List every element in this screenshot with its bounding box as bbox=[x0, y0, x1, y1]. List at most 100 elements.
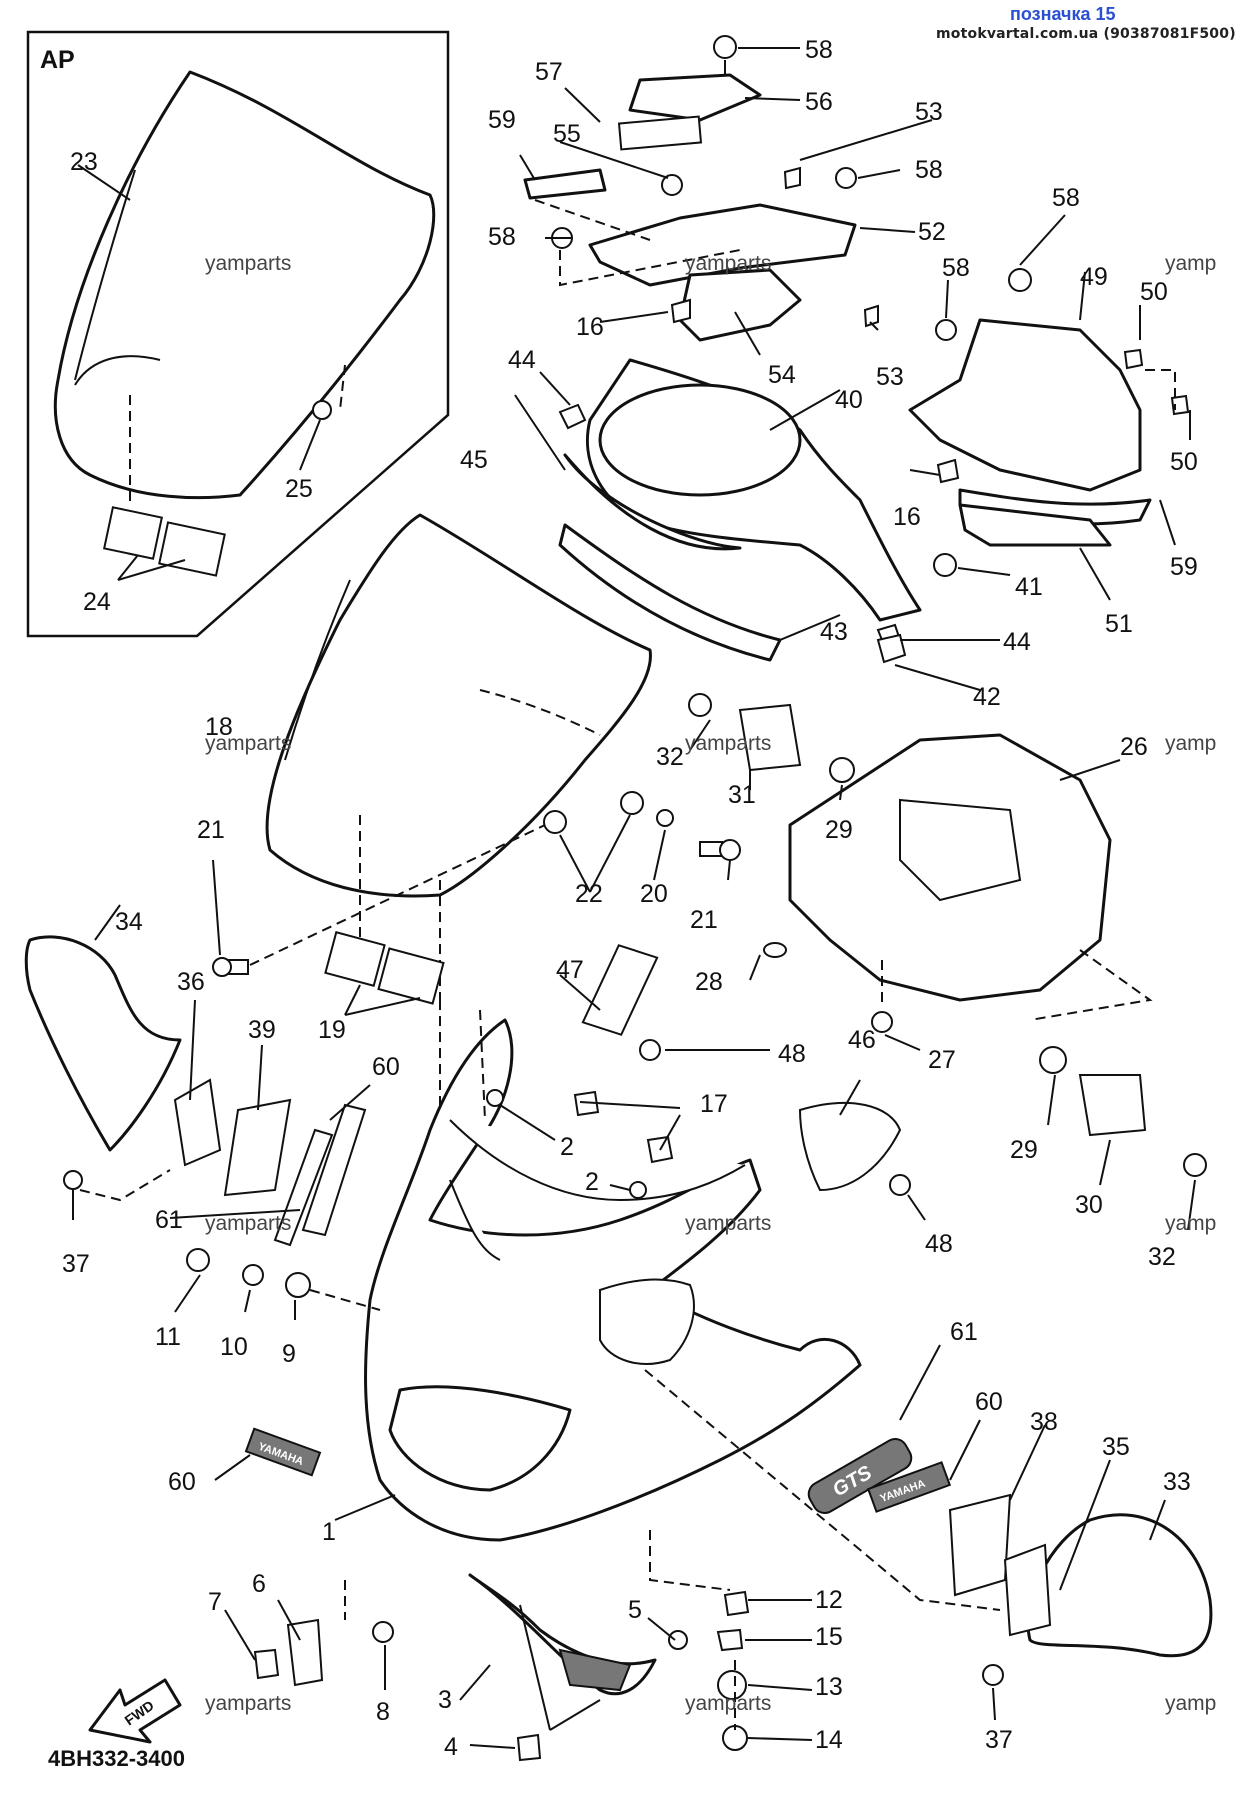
callout-21-left: 21 bbox=[197, 816, 225, 844]
callout-13: 13 bbox=[815, 1673, 843, 1701]
callout-27: 27 bbox=[928, 1046, 956, 1074]
emblem-60-right: YAMAHA bbox=[866, 1461, 952, 1513]
callout-58-c: 58 bbox=[488, 223, 516, 251]
callout-53-top: 53 bbox=[915, 98, 943, 126]
leader-lines bbox=[72, 47, 1196, 1749]
callout-59-top: 59 bbox=[488, 106, 516, 134]
watermark: yamparts bbox=[205, 732, 291, 755]
callout-16-right: 16 bbox=[893, 503, 921, 531]
side-cover-3 bbox=[468, 1573, 657, 1696]
watermark: yamparts bbox=[205, 1212, 291, 1235]
screw-21-right bbox=[699, 839, 741, 861]
inset-ap-box: AP bbox=[26, 30, 450, 638]
callout-6: 6 bbox=[252, 1570, 266, 1598]
inset-windshield bbox=[53, 70, 436, 500]
callout-numbers: 23 25 24 58 57 56 53 59 55 58 58 58 52 5… bbox=[62, 36, 1198, 1761]
inner-panel-group bbox=[688, 693, 1207, 1177]
header-source: motokvartal.com.ua (90387081F500) bbox=[936, 26, 1236, 42]
callout-8: 8 bbox=[376, 1698, 390, 1726]
callout-22: 22 bbox=[575, 880, 603, 908]
callout-30: 30 bbox=[1075, 1191, 1103, 1219]
fairing-vent-left bbox=[449, 1179, 501, 1261]
inset-washer-25 bbox=[312, 400, 332, 420]
callout-3: 3 bbox=[438, 1686, 452, 1714]
callout-48-right: 48 bbox=[925, 1230, 953, 1258]
mount-36 bbox=[173, 1078, 222, 1167]
callout-20: 20 bbox=[640, 880, 668, 908]
bracket-52 bbox=[588, 203, 857, 287]
clip-42 bbox=[876, 633, 907, 664]
windshield-18 bbox=[265, 513, 652, 898]
callout-48-top: 48 bbox=[778, 1040, 806, 1068]
callout-58-b: 58 bbox=[915, 156, 943, 184]
washer-10 bbox=[242, 1264, 264, 1286]
callout-55: 55 bbox=[553, 120, 581, 148]
callout-53-b: 53 bbox=[876, 363, 904, 391]
bracket-cluster-top bbox=[523, 35, 879, 342]
callout-60-right: 60 bbox=[975, 1388, 1003, 1416]
grommet-2b bbox=[629, 1181, 647, 1199]
grommet-29-right bbox=[1039, 1046, 1067, 1074]
callout-29-right: 29 bbox=[1010, 1136, 1038, 1164]
grommet-22a bbox=[543, 810, 567, 834]
callout-32-top: 32 bbox=[656, 743, 684, 771]
inset-pad-24b bbox=[158, 521, 226, 577]
screw-37-left bbox=[63, 1170, 83, 1190]
callout-38: 38 bbox=[1030, 1408, 1058, 1436]
screw-5 bbox=[668, 1630, 688, 1650]
callout-54: 54 bbox=[768, 361, 796, 389]
headlight-lens-40 bbox=[598, 383, 802, 497]
nut-55 bbox=[661, 174, 683, 196]
callout-60-left: 60 bbox=[372, 1053, 400, 1081]
stay-54 bbox=[678, 268, 802, 342]
screw-21-left bbox=[212, 957, 249, 977]
header-title: позначка 15 bbox=[1010, 4, 1116, 24]
inset-ap-label: AP bbox=[40, 46, 75, 74]
callout-52: 52 bbox=[918, 218, 946, 246]
callout-12: 12 bbox=[815, 1586, 843, 1614]
mirror-mount-pad bbox=[599, 1278, 695, 1365]
watermark-clipped: yamp bbox=[1165, 1692, 1216, 1715]
lower-parts-group: FWD bbox=[88, 1369, 1001, 1762]
clip-4 bbox=[516, 1733, 542, 1762]
callout-4: 4 bbox=[444, 1733, 458, 1761]
callout-61-right: 61 bbox=[950, 1318, 978, 1346]
bracket-31 bbox=[738, 703, 802, 772]
side-cover-3-grip bbox=[558, 1648, 632, 1692]
cover-56 bbox=[628, 73, 762, 122]
watermark: yamparts bbox=[685, 732, 771, 755]
callout-50-top: 50 bbox=[1140, 278, 1168, 306]
grommet-44a bbox=[558, 403, 587, 430]
callout-46: 46 bbox=[848, 1026, 876, 1054]
bracket-49 bbox=[908, 318, 1142, 492]
nut-16-top bbox=[670, 298, 691, 324]
callout-44-b: 44 bbox=[1003, 628, 1031, 656]
callout-51: 51 bbox=[1105, 610, 1133, 638]
mount-35 bbox=[1003, 1543, 1052, 1637]
trim-45 bbox=[563, 453, 742, 551]
bolt-32-right bbox=[1183, 1153, 1207, 1177]
fwd-arrow-icon: FWD bbox=[88, 1678, 182, 1744]
bracket-38 bbox=[948, 1493, 1012, 1597]
callout-50-b: 50 bbox=[1170, 448, 1198, 476]
watermark-clipped: yamp bbox=[1165, 732, 1216, 755]
callout-18: 18 bbox=[205, 713, 233, 741]
callout-24: 24 bbox=[83, 588, 111, 616]
watermark: yamparts bbox=[685, 1212, 771, 1235]
right-bracket-group bbox=[908, 268, 1190, 547]
grommet-9 bbox=[285, 1272, 311, 1298]
callout-7: 7 bbox=[208, 1588, 222, 1616]
main-fairing-group bbox=[364, 1000, 862, 1542]
callout-44-top: 44 bbox=[508, 346, 536, 374]
bracket-39 bbox=[223, 1098, 292, 1197]
callout-37-right: 37 bbox=[985, 1726, 1013, 1754]
callout-11: 11 bbox=[155, 1323, 181, 1351]
watermark-clipped: yamp bbox=[1165, 1212, 1216, 1235]
emblem-61-right: GTS bbox=[807, 1438, 913, 1514]
callout-29-top: 29 bbox=[825, 816, 853, 844]
mirror-group bbox=[24, 935, 1213, 1686]
bolt-48-right bbox=[889, 1174, 911, 1196]
small-parts-group: YAMAHA GTS YAMAHA bbox=[186, 944, 952, 1514]
grommet-29-top bbox=[829, 757, 855, 783]
screw-37-right bbox=[982, 1664, 1004, 1686]
